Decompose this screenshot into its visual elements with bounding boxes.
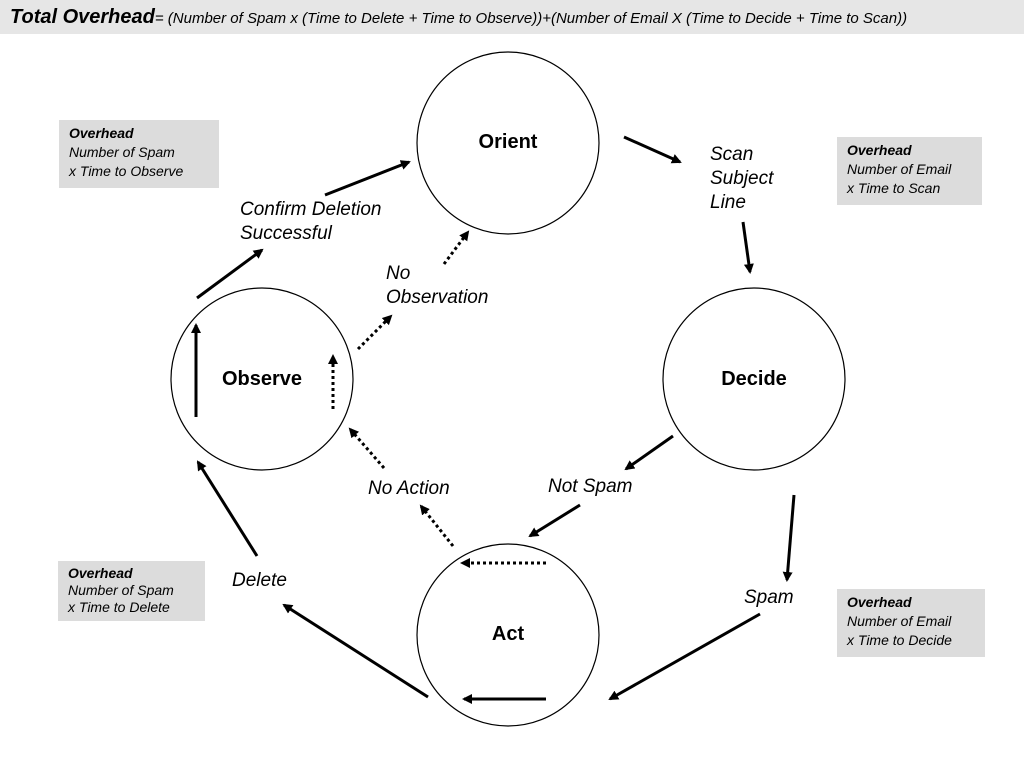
- observe-node: [170, 287, 354, 471]
- not-spam-label: Not Spam: [548, 476, 633, 497]
- formula-expression: = (Number of Spam x (Time to Delete + Ti…: [154, 10, 908, 27]
- arrow-act-to-delete: [282, 603, 429, 699]
- act-node: [416, 543, 600, 727]
- overhead-box-delete: Overhead Number of Spam x Time to Delete: [58, 561, 205, 621]
- formula-text: Total Overhead= (Number of Spam x (Time …: [10, 4, 907, 32]
- dotted-observe-to-noobservation: [356, 314, 393, 351]
- no-action-label: No Action: [368, 478, 450, 499]
- dotted-noobservation-to-orient: [442, 230, 470, 265]
- arrow-decide-to-notspam: [624, 434, 674, 471]
- overhead-box-scan: Overhead Number of Email x Time to Scan: [837, 137, 982, 205]
- spam-label: Spam: [744, 587, 794, 608]
- arrow-decide-to-spam: [782, 494, 796, 582]
- scan-subject-line-label: Scan Subject Line: [710, 144, 774, 213]
- decide-node: [662, 287, 846, 471]
- arrow-scan-to-decide: [741, 221, 754, 274]
- dotted-noaction-to-observe: [348, 427, 386, 469]
- arrow-spam-to-act: [608, 612, 761, 701]
- overhead-box-decide: Overhead Number of Email x Time to Decid…: [837, 589, 985, 657]
- arrow-observe-to-confirm: [196, 248, 264, 300]
- orient-node: [416, 51, 600, 235]
- orient-label: Orient: [478, 131, 538, 153]
- observe-label: Observe: [221, 368, 303, 390]
- formula-title: Total Overhead: [10, 6, 155, 28]
- arrow-notspam-to-act: [528, 503, 581, 538]
- act-label: Act: [491, 623, 525, 645]
- no-observation-label: No Observation: [386, 263, 489, 308]
- overhead-box-observe: Overhead Number of Spam x Time to Observ…: [59, 120, 219, 188]
- arrow-confirm-to-orient: [324, 160, 411, 197]
- dotted-act-to-noaction: [419, 504, 455, 547]
- decide-label: Decide: [721, 368, 787, 390]
- arrow-orient-to-scan: [623, 135, 682, 164]
- formula-bar: Total Overhead= (Number of Spam x (Time …: [0, 0, 1024, 34]
- delete-label: Delete: [232, 570, 287, 591]
- arrow-delete-to-observe: [196, 460, 259, 557]
- confirm-deletion-label: Confirm Deletion Successful: [240, 199, 382, 244]
